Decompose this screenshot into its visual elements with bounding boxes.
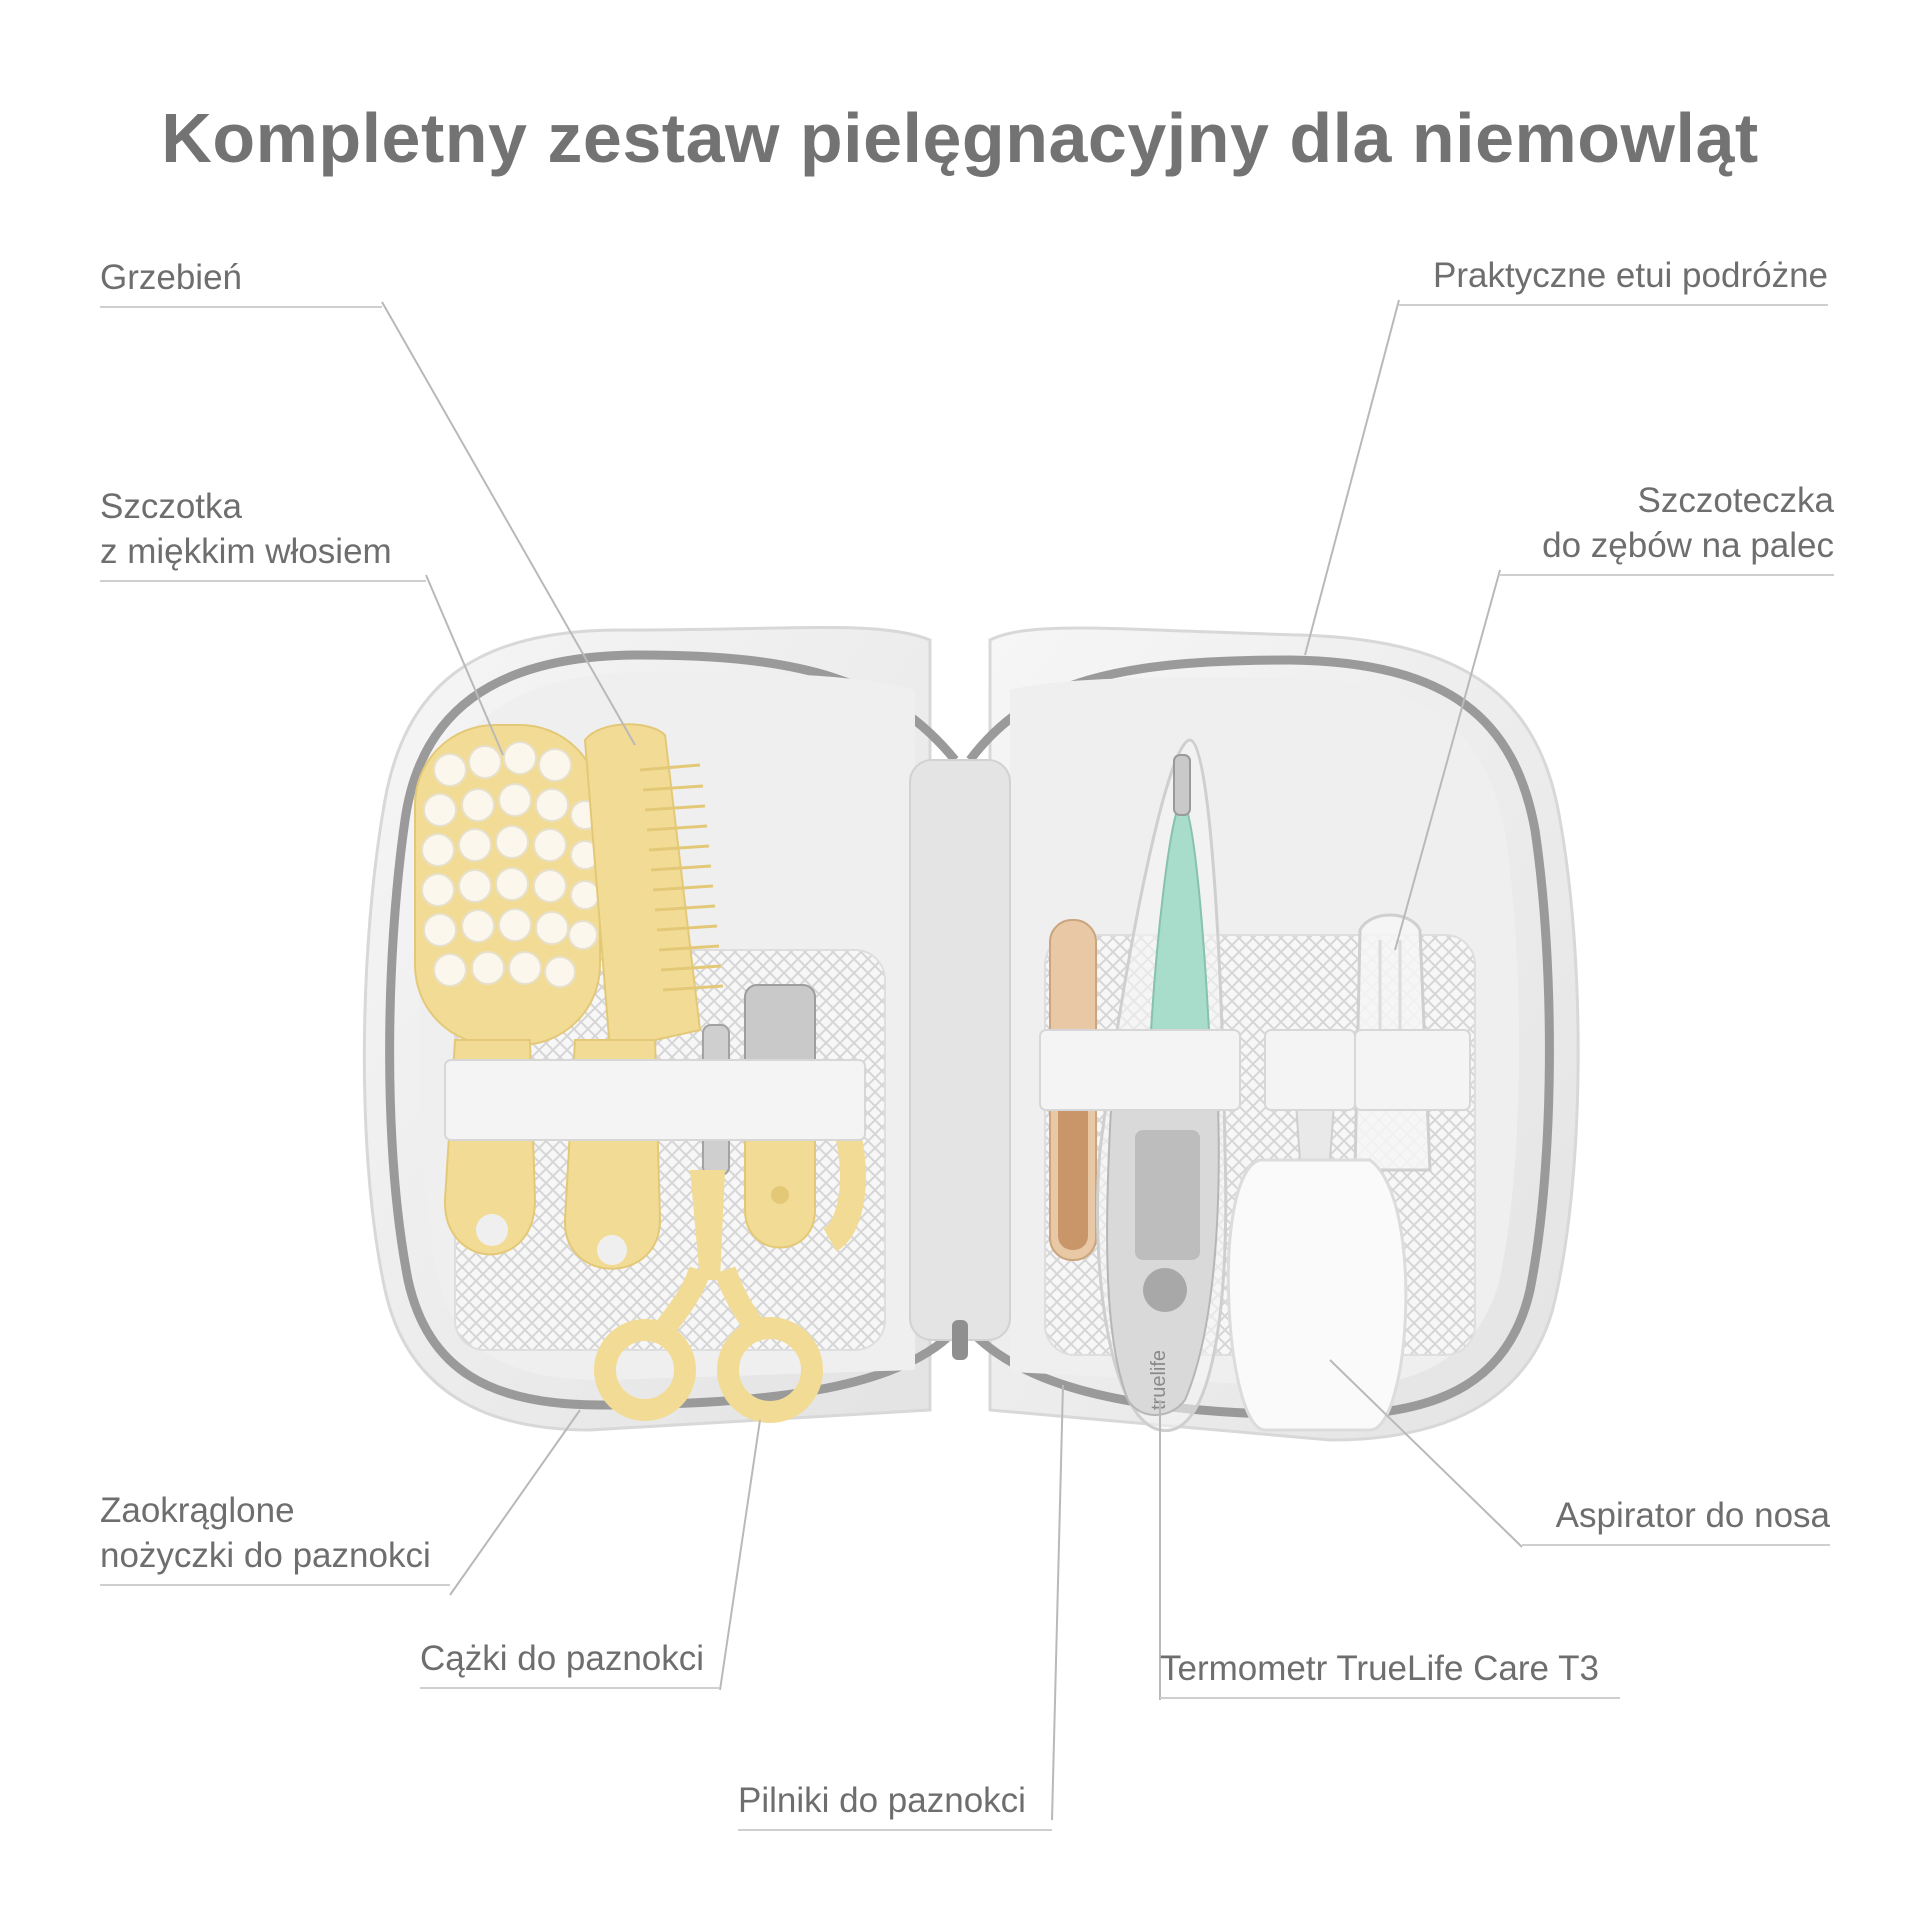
page-title: Kompletny zestaw pielęgnacyjny dla niemo… [161,99,1759,177]
label-nozyczki: Zaokrąglone nożyczki do paznokci [100,1488,450,1586]
label-etui: Praktyczne etui podróżne [1399,253,1828,306]
label-szczoteczka: Szczoteczka do zębów na palec [1500,478,1834,576]
label-pilniki: Pilniki do paznokci [738,1778,1052,1831]
comb-icon [563,723,724,1270]
label-grzebien: Grzebień [100,255,382,308]
label-cazki: Cążki do paznokci [420,1636,720,1689]
nail-file-icon [1049,919,1097,1261]
label-szczotka: Szczotka z miękkim włosiem [100,484,426,582]
leader-lines [381,299,1523,1821]
label-termometr: Termometr TrueLife Care T3 [1160,1646,1620,1699]
label-aspirator: Aspirator do nosa [1522,1493,1830,1546]
thermometer-brand: truelife [1148,1350,1170,1410]
